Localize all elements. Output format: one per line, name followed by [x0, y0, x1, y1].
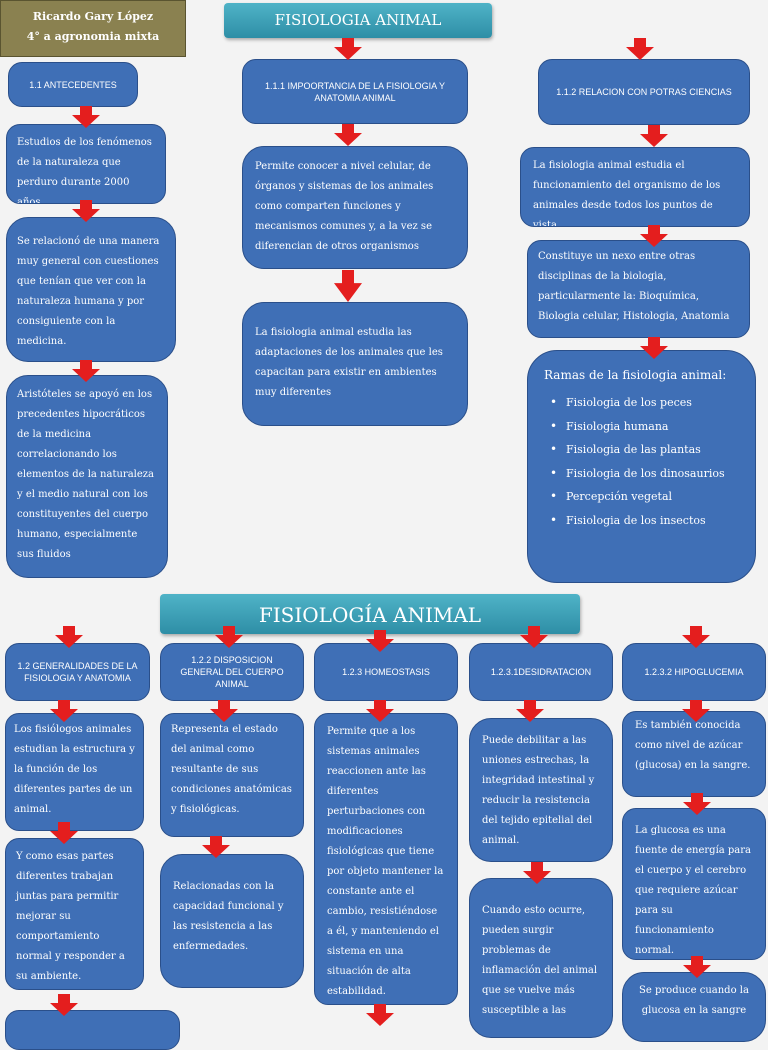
box-hipoglucemia-2: La glucosa es una fuente de energía para… — [622, 808, 766, 960]
down-arrow-icon — [516, 700, 544, 722]
ramas-list: Fisiologia de los peces Fisiologia human… — [544, 391, 739, 532]
header-disposicion: 1.2.2 DISPOSICION GENERAL DEL CUERPO ANI… — [160, 643, 304, 701]
ramas-item: Percepción vegetal — [550, 485, 739, 509]
header-generalidades: 1.2 GENERALIDADES DE LA FISIOLOGIA Y ANA… — [5, 643, 150, 701]
down-arrow-icon — [520, 626, 548, 648]
down-arrow-icon — [366, 630, 394, 652]
down-arrow-icon — [523, 862, 551, 884]
down-arrow-icon — [640, 337, 668, 359]
down-arrow-icon — [202, 836, 230, 858]
down-arrow-icon — [682, 700, 710, 722]
header-deshidratacion: 1.2.3.1DESIDRATACION — [469, 643, 613, 701]
box-deshidratacion-2: Cuando esto ocurre, pueden surgir proble… — [469, 878, 613, 1038]
down-arrow-icon — [366, 700, 394, 722]
down-arrow-icon — [72, 200, 100, 222]
author-box: Ricardo Gary López 4° a agronomia mixta — [0, 0, 186, 57]
box-disposicion-2: Relacionadas con la capacidad funcional … — [160, 854, 304, 988]
header-antecedentes: 1.1 ANTECEDENTES — [8, 62, 138, 107]
box-hipoglucemia-1: Es también conocida como nivel de azúcar… — [622, 711, 766, 797]
header-hipoglucemia: 1.2.3.2 HIPOGLUCEMIA — [622, 643, 766, 701]
down-arrow-icon — [50, 822, 78, 844]
ramas-item: Fisiologia de los insectos — [550, 509, 739, 533]
box-ramas: Ramas de la fisiologia animal: Fisiologi… — [527, 350, 756, 583]
down-arrow-icon — [215, 626, 243, 648]
box-generalidades-2: Y como esas partes diferentes trabajan j… — [5, 838, 144, 990]
box-importancia-2: La fisiologia animal estudia las adaptac… — [242, 302, 468, 426]
box-relacion-1: La fisiologia animal estudia el funciona… — [520, 147, 750, 227]
down-arrow-icon — [640, 125, 668, 147]
down-arrow-icon — [366, 1004, 394, 1026]
ramas-item: Fisiologia de los dinosaurios — [550, 462, 739, 486]
box-importancia-1: Permite conocer a nivel celular, de órga… — [242, 146, 468, 269]
down-arrow-icon — [50, 994, 78, 1016]
box-relacion-2: Constituye un nexo entre otras disciplin… — [527, 240, 750, 338]
down-arrow-icon — [72, 360, 100, 382]
ramas-title: Ramas de la fisiologia animal: — [544, 368, 727, 382]
ramas-item: Fisiologia de las plantas — [550, 438, 739, 462]
down-arrow-icon — [334, 124, 362, 146]
down-arrow-icon — [334, 38, 362, 60]
author-course: 4° a agronomia mixta — [26, 30, 160, 43]
box-generalidades-1: Los fisiólogos animales estudian la estr… — [5, 713, 144, 831]
header-relacion: 1.1.2 RELACION CON POTRAS CIENCIAS — [538, 59, 750, 125]
box-hipoglucemia-3: Se produce cuando la glucosa en la sangr… — [622, 972, 766, 1042]
down-arrow-icon — [334, 270, 362, 302]
banner-top: FISIOLOGIA ANIMAL — [224, 3, 492, 38]
banner-top-title: FISIOLOGIA ANIMAL — [274, 11, 442, 29]
down-arrow-icon — [682, 626, 710, 648]
box-deshidratacion-1: Puede debilitar a las uniones estrechas,… — [469, 718, 613, 862]
down-arrow-icon — [72, 106, 100, 128]
box-antecedentes-2: Se relacionó de una manera muy general c… — [6, 217, 176, 362]
header-importancia: 1.1.1 IMPOORTANCIA DE LA FISIOLOGIA Y AN… — [242, 59, 468, 124]
down-arrow-icon — [683, 793, 711, 815]
down-arrow-icon — [55, 626, 83, 648]
box-antecedentes-1: Estudios de los fenómenos de la naturale… — [6, 124, 166, 204]
down-arrow-icon — [210, 700, 238, 722]
down-arrow-icon — [640, 225, 668, 247]
down-arrow-icon — [683, 956, 711, 978]
box-disposicion-1: Representa el estado del animal como res… — [160, 713, 304, 837]
box-antecedentes-3: Aristóteles se apoyó en los precedentes … — [6, 375, 168, 578]
down-arrow-icon — [626, 38, 654, 60]
box-homeostasis-1: Permite que a los sistemas animales reac… — [314, 713, 458, 1005]
banner-bottom-title: FISIOLOGÍA ANIMAL — [258, 603, 482, 627]
down-arrow-icon — [50, 700, 78, 722]
ramas-item: Fisiologia humana — [550, 415, 739, 439]
box-generalidades-3 — [5, 1010, 180, 1050]
ramas-item: Fisiologia de los peces — [550, 391, 739, 415]
author-name: Ricardo Gary López — [32, 10, 154, 23]
